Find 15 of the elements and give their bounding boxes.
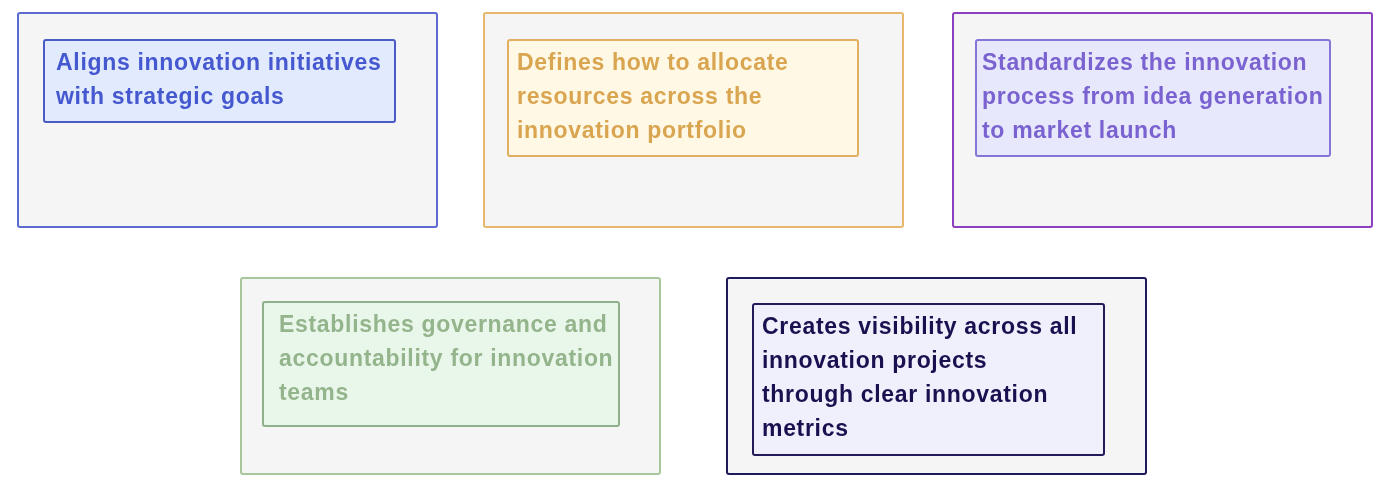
panel-box (17, 12, 438, 228)
description-text: Establishes governance and accountability for innovation teams (279, 310, 615, 407)
description-text: Standardizes the innovation process from idea generation to market launch (982, 48, 1325, 145)
text-box (507, 39, 859, 157)
text-box (43, 39, 396, 123)
description-text: Defines how to allocate resources across the innovation portfolio (517, 48, 790, 145)
description-text: Aligns innovation initiatives with strategic goals (56, 48, 383, 111)
panel-box (483, 12, 904, 228)
text-box (262, 301, 620, 427)
text-box (975, 39, 1331, 157)
description-text: Creates visibility across all innovation projects through clear innovation metrics (762, 312, 1079, 443)
panel-box (952, 12, 1373, 228)
panel-box (726, 277, 1147, 475)
text-box (752, 303, 1105, 456)
panel-box (240, 277, 661, 475)
